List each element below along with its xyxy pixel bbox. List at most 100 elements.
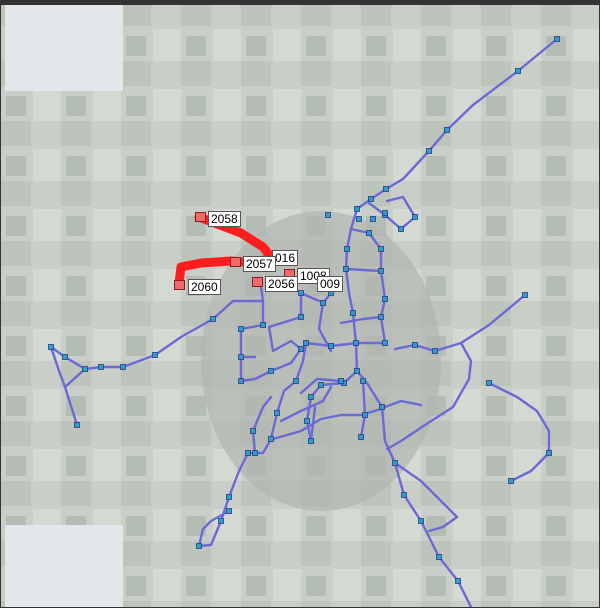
route-node[interactable] <box>382 296 388 302</box>
route-node[interactable] <box>554 36 560 42</box>
route-node[interactable] <box>318 382 324 388</box>
route-node[interactable] <box>370 216 376 222</box>
route-node[interactable] <box>268 436 274 442</box>
route-node[interactable] <box>486 380 492 386</box>
route-node[interactable] <box>356 216 362 222</box>
route-line <box>63 367 87 389</box>
route-node[interactable] <box>412 342 418 348</box>
route-node[interactable] <box>426 148 432 154</box>
route-node[interactable] <box>210 316 216 322</box>
route-node[interactable] <box>152 352 158 358</box>
route-node[interactable] <box>379 404 385 410</box>
route-node[interactable] <box>343 266 349 272</box>
route-node[interactable] <box>436 554 442 560</box>
route-node[interactable] <box>432 348 438 354</box>
station-marker-2060[interactable] <box>174 280 185 290</box>
route-line <box>299 291 321 303</box>
route-node[interactable] <box>304 418 310 424</box>
route-node[interactable] <box>245 450 251 456</box>
route-node[interactable] <box>358 434 364 440</box>
route-node[interactable] <box>353 340 359 346</box>
route-node[interactable] <box>252 450 258 456</box>
route-line <box>299 377 343 395</box>
station-label-2058[interactable]: 2058 <box>208 211 241 227</box>
route-node[interactable] <box>366 230 372 236</box>
route-node[interactable] <box>250 428 256 434</box>
route-line <box>339 315 383 325</box>
route-node[interactable] <box>398 226 404 232</box>
route-node[interactable] <box>354 206 360 212</box>
station-label-016[interactable]: 016 <box>272 250 299 266</box>
route-node[interactable] <box>226 508 232 514</box>
route-node[interactable] <box>412 214 418 220</box>
route-node[interactable] <box>383 186 389 192</box>
route-node[interactable] <box>328 343 334 349</box>
station-label-2057[interactable]: 2057 <box>243 256 276 272</box>
route-node[interactable] <box>455 578 461 584</box>
route-node[interactable] <box>120 364 126 370</box>
route-node[interactable] <box>293 378 299 384</box>
route-node[interactable] <box>546 450 552 456</box>
town-area <box>201 211 441 511</box>
route-node[interactable] <box>515 68 521 74</box>
route-node[interactable] <box>378 246 384 252</box>
route-line <box>393 461 459 533</box>
route-node[interactable] <box>378 268 384 274</box>
route-node[interactable] <box>238 354 244 360</box>
route-node[interactable] <box>354 368 360 374</box>
route-node[interactable] <box>308 394 314 400</box>
route-node[interactable] <box>74 422 80 428</box>
route-node[interactable] <box>48 344 54 350</box>
route-node[interactable] <box>360 378 366 384</box>
route-node[interactable] <box>274 410 280 416</box>
route-node[interactable] <box>350 310 356 316</box>
station-label-009[interactable]: 009 <box>317 276 344 292</box>
route-line <box>251 395 273 455</box>
route-node[interactable] <box>378 314 384 320</box>
route-line <box>355 369 473 607</box>
route-node[interactable] <box>444 127 450 133</box>
station-label-2056[interactable]: 2056 <box>265 276 298 292</box>
route-node[interactable] <box>392 460 398 466</box>
station-marker-2058[interactable] <box>195 212 206 222</box>
route-node[interactable] <box>522 292 528 298</box>
station-marker-2057[interactable] <box>230 257 241 267</box>
route-node[interactable] <box>298 346 304 352</box>
route-node[interactable] <box>362 412 368 418</box>
route-node[interactable] <box>98 364 104 370</box>
route-node[interactable] <box>508 478 514 484</box>
route-node[interactable] <box>344 246 350 252</box>
route-line <box>317 291 333 353</box>
route-node[interactable] <box>82 366 88 372</box>
route-node[interactable] <box>226 494 232 500</box>
route-node[interactable] <box>320 300 326 306</box>
route-node[interactable] <box>298 290 304 296</box>
blank-tile-bottom-left <box>5 525 123 607</box>
route-node[interactable] <box>62 354 68 360</box>
route-node[interactable] <box>382 210 388 216</box>
route-line <box>349 227 383 273</box>
route-node[interactable] <box>338 378 344 384</box>
route-line <box>309 405 317 443</box>
route-node[interactable] <box>238 378 244 384</box>
route-line <box>49 299 265 371</box>
route-node[interactable] <box>368 196 374 202</box>
route-node[interactable] <box>238 326 244 332</box>
route-node[interactable] <box>196 543 202 549</box>
route-line <box>383 399 423 409</box>
route-node[interactable] <box>260 322 266 328</box>
route-node[interactable] <box>418 518 424 524</box>
route-node[interactable] <box>218 518 224 524</box>
route-line <box>294 267 387 383</box>
route-node[interactable] <box>382 340 388 346</box>
route-node[interactable] <box>325 212 331 218</box>
route-node[interactable] <box>308 438 314 444</box>
station-label-2060[interactable]: 2060 <box>188 279 221 295</box>
route-node[interactable] <box>268 368 274 374</box>
route-line <box>197 379 298 548</box>
route-node[interactable] <box>298 314 304 320</box>
station-marker-2056[interactable] <box>252 277 263 287</box>
route-node[interactable] <box>303 340 309 346</box>
route-node[interactable] <box>401 492 407 498</box>
